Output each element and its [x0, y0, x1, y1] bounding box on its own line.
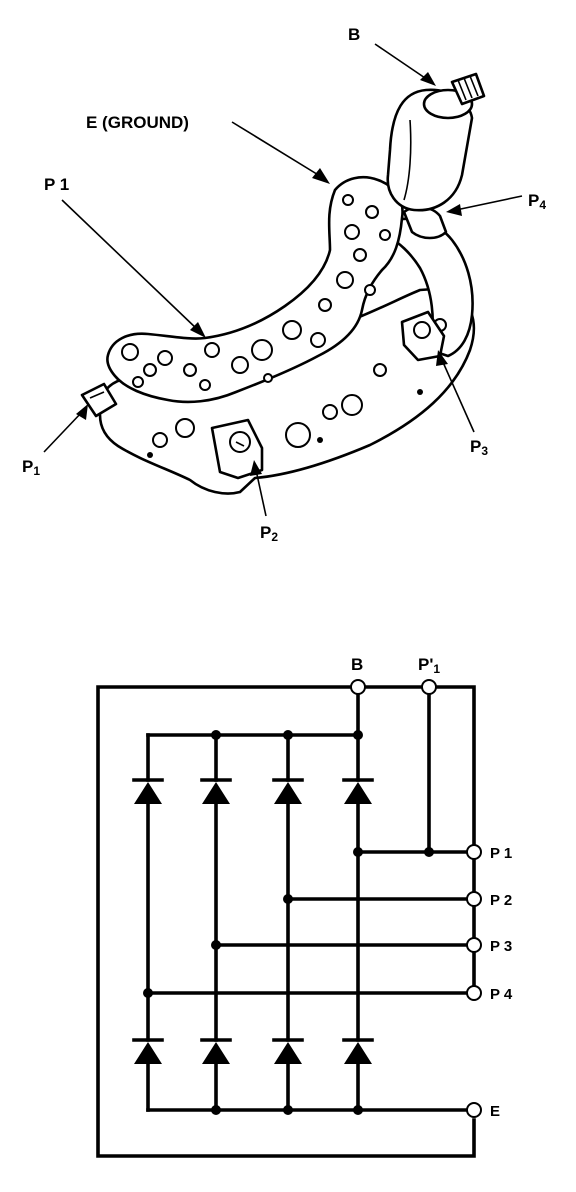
top-label-p4-sub: 4 [539, 198, 546, 212]
top-label-p3-sub: 3 [481, 444, 488, 458]
schem-label-p4: P 4 [490, 986, 513, 1003]
top-label-p2-main: P [260, 523, 271, 542]
terminal-circles [350, 679, 482, 1118]
top-label-p1-lower-sub: 1 [33, 464, 40, 478]
schem-label-p1-prime: P'1 [418, 655, 440, 676]
terminal-p4 [466, 985, 482, 1001]
schematic-outer-frame-left [96, 685, 476, 1158]
diode-upper-2 [200, 778, 232, 804]
diode-lower-2 [200, 1038, 232, 1064]
diode-lower-4 [342, 1038, 374, 1064]
top-label-p3-main: P [470, 437, 481, 456]
top-label-e-ground: E (GROUND) [86, 113, 189, 132]
schem-label-p2: P 2 [490, 892, 512, 909]
schem-label-p1: P 1 [490, 845, 512, 862]
top-label-p1-upper: P 1 [44, 175, 69, 194]
top-label-p1-lower-main: P [22, 457, 33, 476]
terminal-b [350, 679, 366, 695]
terminal-p2-pocket [210, 418, 264, 480]
top-label-p2: P2 [260, 523, 278, 544]
base-plate-holes [147, 318, 447, 458]
schem-label-p1-prime-sub: 1 [433, 662, 440, 676]
rectifier-assembly-illustration: B E (GROUND) P 1 P4 P1 P3 P2 [22, 25, 546, 544]
junction-dots [143, 730, 434, 1115]
rectifier-right-arm [388, 217, 474, 358]
lower-diodes [132, 1038, 374, 1064]
diode-lower-3 [272, 1038, 304, 1064]
top-label-p4: P4 [528, 191, 546, 212]
terminal-p2 [466, 891, 482, 907]
terminal-p1 [466, 844, 482, 860]
schem-label-p3: P 3 [490, 938, 512, 955]
schem-label-e: E [490, 1103, 500, 1120]
schem-label-b: B [351, 655, 363, 674]
terminal-p1-prime [421, 679, 437, 695]
terminal-p3-pocket [400, 310, 446, 362]
schem-label-p1-prime-main: P' [418, 655, 433, 674]
heat-sink-plate [106, 176, 404, 404]
terminal-p3 [466, 937, 482, 953]
top-label-p1-lower: P1 [22, 457, 40, 478]
top-label-p4-main: P [528, 191, 539, 210]
diode-upper-3 [272, 778, 304, 804]
terminal-p1-tab [80, 382, 118, 418]
diode-upper-4 [342, 778, 374, 804]
terminal-e [466, 1102, 482, 1118]
top-label-p2-sub: 2 [271, 530, 278, 544]
heat-sink-holes [121, 194, 391, 391]
top-label-p3: P3 [470, 437, 488, 458]
upper-diodes [132, 778, 374, 804]
diode-upper-1 [132, 778, 164, 804]
rectifier-schematic: B P'1 P 1 P 2 P 3 P 4 E [96, 655, 513, 1158]
diode-lower-1 [132, 1038, 164, 1064]
b-terminal-cylinder [386, 72, 486, 212]
frame-top-right [434, 685, 476, 847]
leader-lines [43, 43, 523, 517]
top-label-b: B [348, 25, 360, 44]
